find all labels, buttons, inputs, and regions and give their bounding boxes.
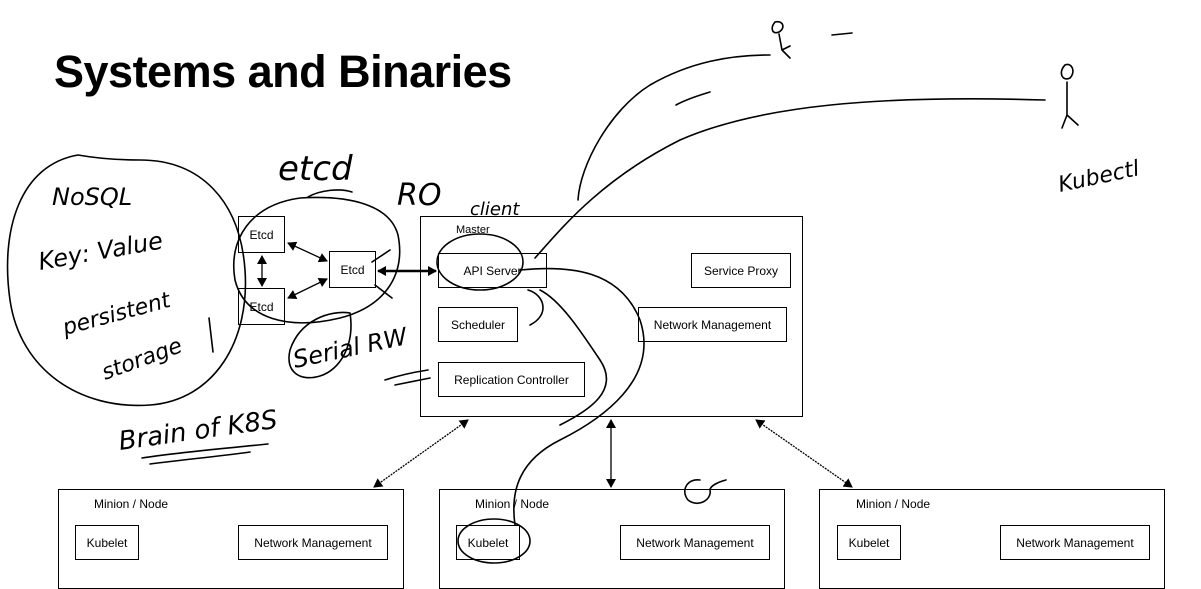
api-ink-circle [436, 233, 524, 291]
client-curve [534, 97, 1046, 259]
handwriting-brain: Brain of K8S [117, 405, 279, 457]
storage-bar [208, 317, 214, 353]
kubelet-label: Kubelet [467, 535, 509, 550]
etcd-node-bottom: Etcd [238, 288, 285, 325]
api-kubelet-curve [513, 267, 645, 526]
tick-mark [675, 91, 711, 106]
dash-mark [831, 32, 853, 36]
replication-controller-label: Replication Controller [454, 372, 569, 387]
kubelet-ink-circle [457, 518, 531, 564]
minion-network-management-box: Network Management [238, 525, 388, 560]
minion-label: Minion / Node [94, 497, 169, 511]
service-proxy-box: Service Proxy [691, 253, 791, 288]
master-minion-link-3 [755, 419, 853, 488]
user-figure-1 [771, 20, 791, 59]
replication-strokes [384, 369, 431, 386]
handwriting-kubectl: Kubectl [1056, 156, 1142, 198]
etcd-link-top [287, 241, 328, 263]
handwriting-etcd: etcd [278, 149, 353, 189]
minion-label: Minion / Node [856, 497, 931, 511]
minion-network-management-box: Network Management [620, 525, 770, 560]
minion-network-management-box: Network Management [1000, 525, 1150, 560]
handwriting-persistent: persistent [59, 288, 174, 341]
nosql-ink-circle [6, 154, 247, 407]
kubelet-label: Kubelet [86, 535, 128, 550]
api-kubelet-curve-2 [539, 289, 608, 426]
handwriting-nosql: NoSQL [52, 183, 132, 211]
etcd-ink-circle [233, 196, 401, 324]
network-management-label: Network Management [1016, 535, 1134, 550]
etcd-node-label: Etcd [340, 262, 365, 277]
slide-title: Systems and Binaries [54, 46, 512, 97]
handwriting-keyvalue: Key: Value [36, 226, 165, 275]
scheduler-box: Scheduler [438, 307, 518, 342]
kubelet-label: Kubelet [848, 535, 890, 550]
network-management-label: Network Management [653, 317, 772, 332]
etcd-node-right: Etcd [329, 251, 376, 288]
user-figure-2 [1060, 63, 1079, 129]
api-server-label: API Server [463, 263, 522, 278]
node-scribble [684, 479, 727, 505]
etcd-node-top: Etcd [238, 216, 285, 253]
minion-label: Minion / Node [475, 497, 550, 511]
master-minion-link-1 [373, 419, 469, 488]
etcd-node-label: Etcd [249, 227, 274, 242]
scheduler-label: Scheduler [450, 317, 506, 332]
api-server-box: API Server [438, 253, 547, 288]
network-management-label: Network Management [636, 535, 754, 550]
master-network-management-box: Network Management [638, 307, 787, 342]
handwriting-client: client [470, 199, 520, 220]
etcd-ro-marks [371, 249, 393, 299]
brain-underline [141, 443, 269, 465]
master-label: Master [456, 224, 490, 236]
etcd-link-bottom [287, 278, 328, 299]
user-curve [577, 54, 771, 201]
serial-ink-circle [288, 311, 352, 379]
network-management-label: Network Management [254, 535, 372, 550]
etcd-heading-underline [307, 189, 353, 198]
replication-controller-box: Replication Controller [438, 362, 585, 397]
service-proxy-label: Service Proxy [703, 263, 779, 278]
handwriting-ro: RO [397, 178, 441, 213]
handwriting-storage: storage [99, 334, 186, 386]
kubelet-box: Kubelet [837, 525, 901, 560]
kubelet-box: Kubelet [75, 525, 139, 560]
kubelet-box: Kubelet [456, 525, 520, 560]
scheduler-hook [527, 289, 544, 326]
